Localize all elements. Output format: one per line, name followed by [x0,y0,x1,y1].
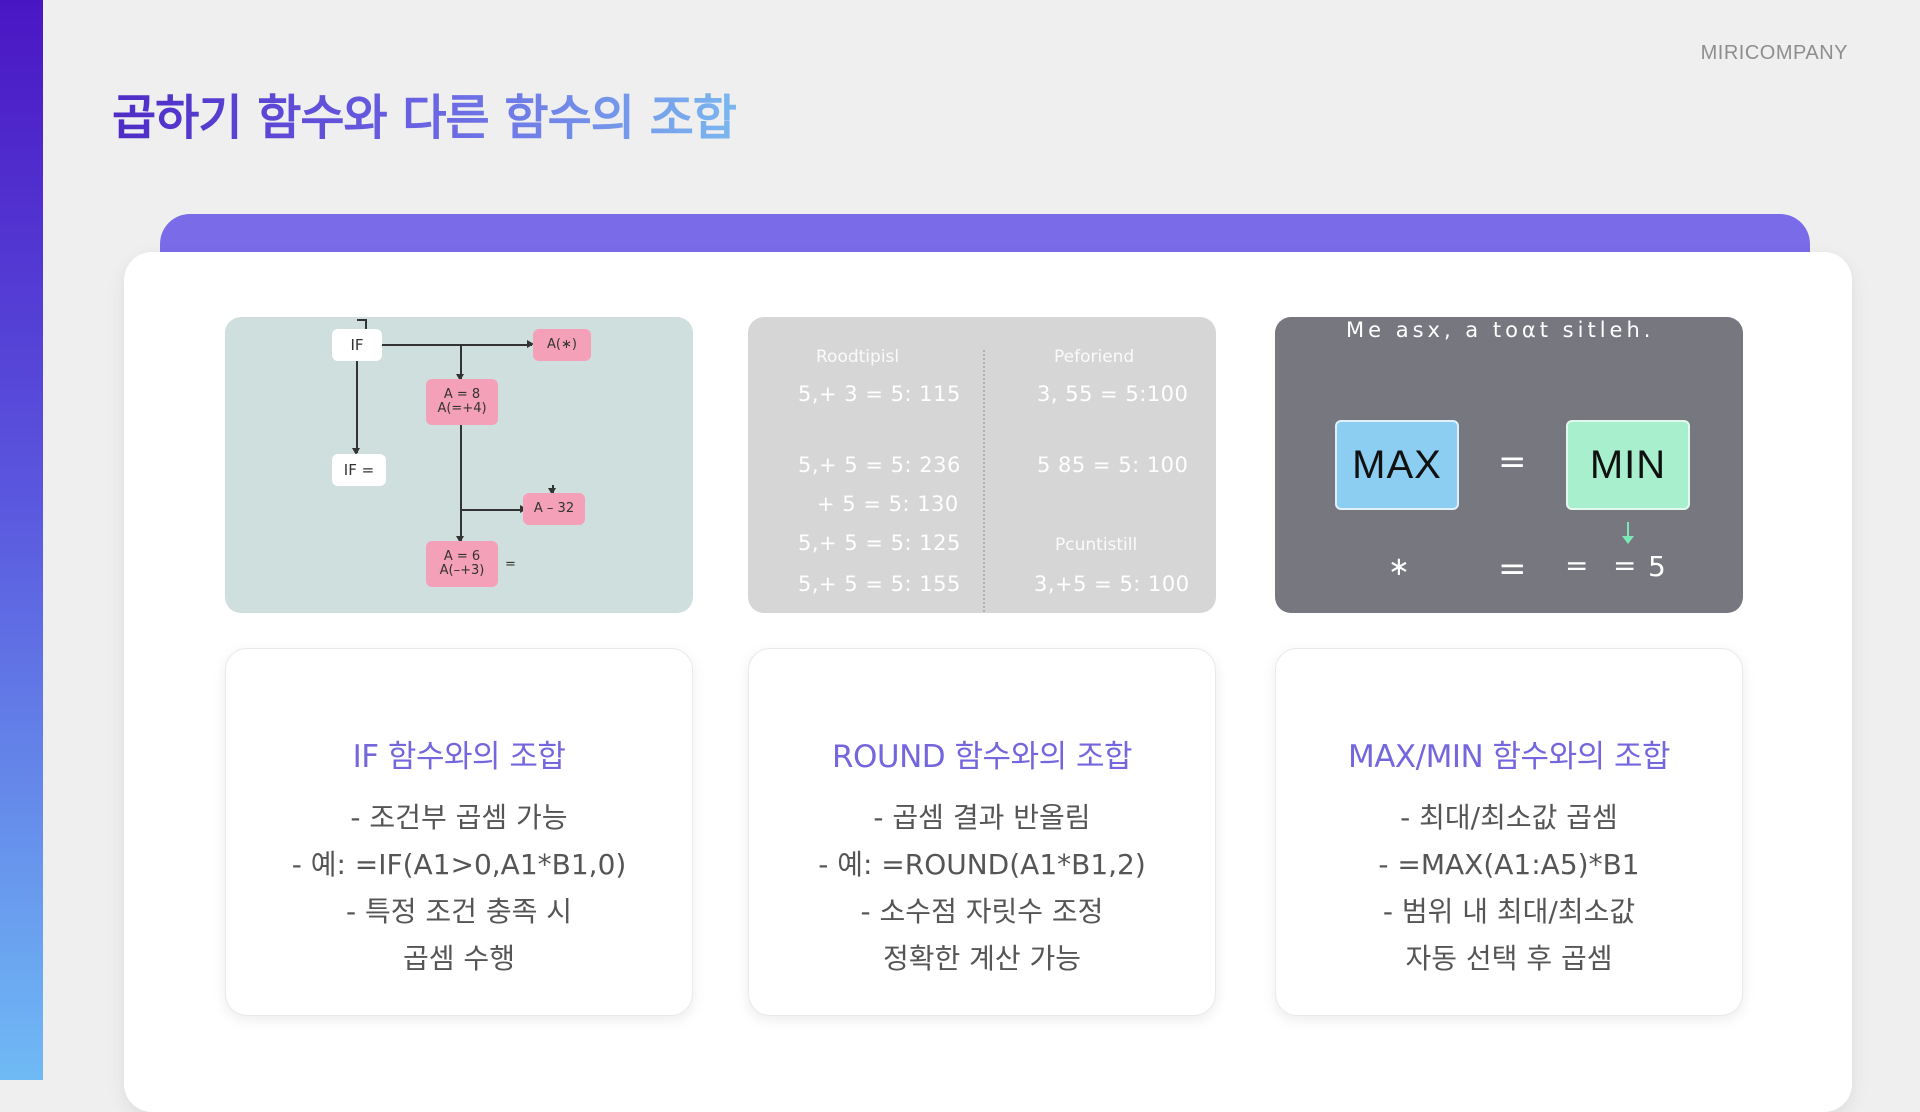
round-right-header-2: Pcuntistill [1055,535,1138,555]
card-title: IF 함수와의 조합 [352,739,566,775]
round-divider [983,350,985,612]
equals-symbol: = [1498,442,1527,482]
card-line: - 예: =ROUND(A1*B1,2) [818,848,1146,881]
round-left-value: 5,+ 5 = 5: 125 [798,531,961,555]
card-title: MAX/MIN 함수와의 조합 [1347,739,1671,775]
flow-connector [365,319,367,329]
round-right-value: 3, 55 = 5:100 [1037,382,1189,406]
round-right-value: 3,+5 = 5: 100 [1034,572,1190,596]
if-flowchart-panel: IF A(∗) A = 8 A(=+4) IF = A – 32 A = 6 A… [225,317,693,613]
flow-node-a8: A = 8 A(=+4) [426,379,498,425]
flow-arrow [456,345,464,381]
min-box: MIN [1566,420,1690,510]
flow-arrow [352,361,360,455]
flow-node-if: IF [332,329,382,361]
round-left-header: Roodtipisl [816,347,900,367]
flow-node-a-star: A(∗) [533,329,591,361]
card-line: - 소수점 자릿수 조정 [860,895,1104,928]
card-line: - 최대/최소값 곱셈 [1400,801,1618,834]
flow-arrow [548,485,556,495]
card-line: - 조건부 곱셈 가능 [350,801,568,834]
max-min-info-card: MAX/MIN 함수와의 조합 - 최대/최소값 곱셈 - =MAX(A1:A5… [1275,648,1743,1016]
flow-arrow [460,505,527,513]
flow-node-if-eq: IF = [332,454,386,486]
round-info-card: ROUND 함수와의 조합 - 곱셈 결과 반올림 - 예: =ROUND(A1… [748,648,1216,1016]
flow-node-a6: A = 6 A(–+3) [426,541,498,587]
round-left-value: 5,+ 5 = 5: 236 [798,453,961,477]
flow-eq-label: = [505,557,516,572]
flow-node-a32: A – 32 [523,493,585,525]
if-info-card: IF 함수와의 조합 - 조건부 곱셈 가능 - 예: =IF(A1>0,A1*… [225,648,693,1016]
card-line: - 특정 조건 충족 시 [345,895,573,928]
flow-arrow [456,525,464,543]
page-title: 곱하기 함수와 다른 함수의 조합 [112,78,737,148]
round-right-header: Peforiend [1054,347,1135,367]
max-panel-header: Me asx, a toαt sitleh. [1346,318,1655,342]
flow-connector [460,425,462,535]
card-line: 자동 선택 후 곱셈 [1405,942,1613,975]
equals-symbol: = [1498,549,1527,589]
card-line: 정확한 계산 가능 [882,942,1082,975]
card-line: - =MAX(A1:A5)*B1 [1378,848,1640,881]
round-left-value: 5,+ 5 = 5: 155 [798,572,961,596]
round-left-value: 5,+ 3 = 5: 115 [798,382,961,406]
card-line: - 예: =IF(A1>0,A1*B1,0) [291,848,627,881]
max-box: MAX [1335,420,1459,510]
brand-label: MIRICOMPANY [1700,42,1848,64]
card-line: - 곱셈 결과 반올림 [873,801,1091,834]
card-title: ROUND 함수와의 조합 [831,739,1133,775]
side-accent-bar [0,0,43,1080]
down-arrow-icon [1622,522,1634,544]
asterisk-symbol: ∗ [1388,552,1410,582]
result-value: 5 [1648,550,1666,583]
equals-symbol: = [1565,549,1589,582]
round-table-panel [748,317,1216,613]
round-right-value: 5 85 = 5: 100 [1037,453,1189,477]
flow-connector [357,319,367,321]
card-line: - 범위 내 최대/최소값 [1382,895,1636,928]
round-left-value: + 5 = 5: 130 [817,492,959,516]
card-line: 곱셈 수행 [403,942,515,975]
equals-symbol: = [1613,549,1637,582]
flow-arrow [382,340,534,348]
